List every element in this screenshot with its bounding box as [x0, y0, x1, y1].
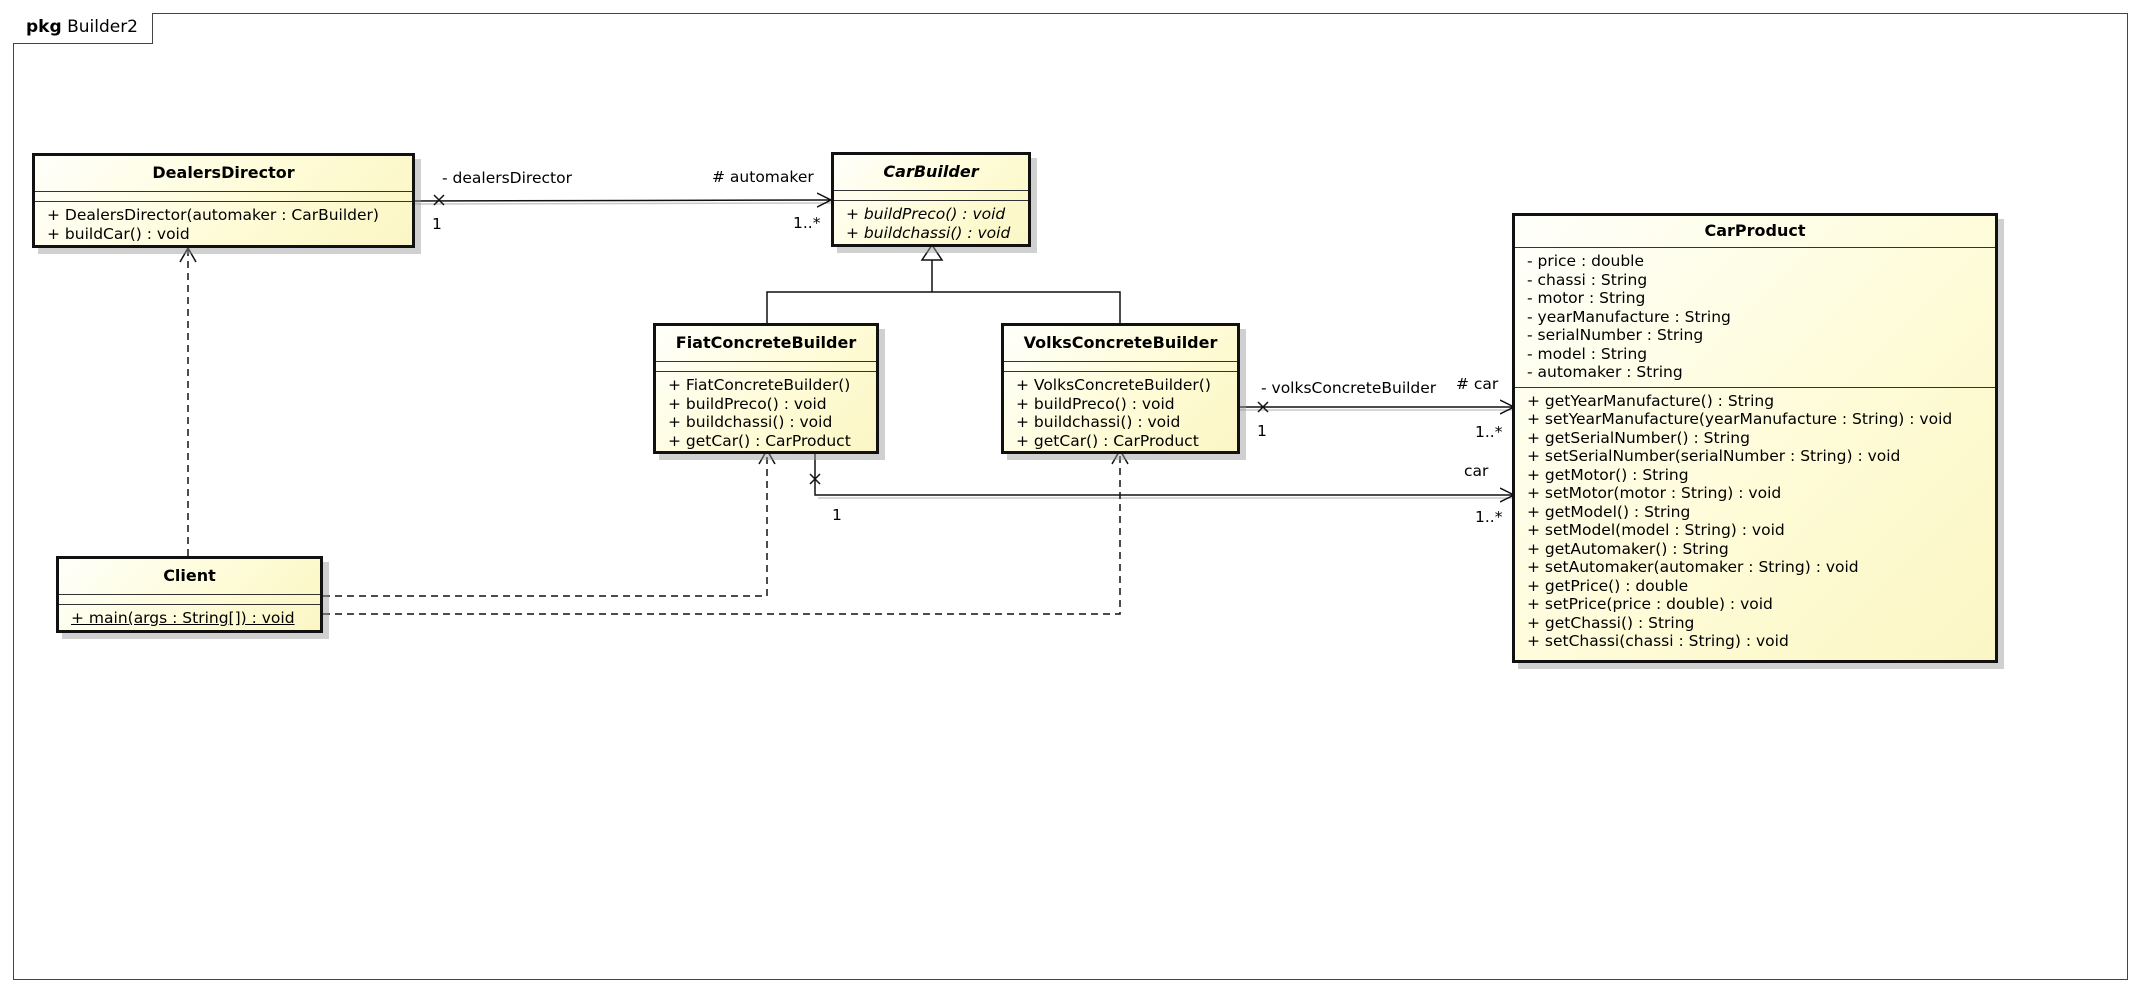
operation: + getMotor() : String — [1527, 465, 1689, 484]
association-director-builder — [412, 195, 831, 205]
class-volks-concrete-builder[interactable]: VolksConcreteBuilder + VolksConcreteBuil… — [1001, 323, 1240, 454]
class-car-product[interactable]: CarProduct - price : double - chassi : S… — [1512, 213, 1998, 663]
attributes-section — [1004, 362, 1237, 372]
attributes-section — [834, 191, 1028, 201]
operation: + buildchassi() : void — [668, 413, 833, 431]
operation: + buildPreco() : void — [846, 205, 1006, 223]
operation: + buildPreco() : void — [1016, 394, 1175, 413]
mult-director-target: 1..* — [793, 214, 821, 232]
operation: + getYearManufacture() : String — [1527, 391, 1775, 410]
operation: + setModel(model : String) : void — [1527, 521, 1785, 539]
role-car-fiat: car — [1464, 462, 1489, 480]
class-client[interactable]: Client + main(args : String[]) : void — [56, 556, 323, 633]
association-volks-product — [1238, 402, 1514, 412]
operation: + VolksConcreteBuilder() — [1016, 376, 1211, 394]
operations-section: + FiatConcreteBuilder() + buildPreco() :… — [656, 372, 876, 455]
attribute: - serialNumber : String — [1527, 326, 1704, 344]
attribute: - automaker : String — [1527, 363, 1683, 381]
operations-section: + DealersDirector(automaker : CarBuilder… — [35, 202, 412, 248]
operation: + DealersDirector(automaker : CarBuilder… — [47, 206, 379, 224]
operations-section: + buildPreco() : void + buildchassi() : … — [834, 201, 1028, 247]
operation: + setPrice(price : double) : void — [1527, 595, 1773, 613]
operation: + getSerialNumber() : String — [1527, 428, 1750, 447]
association-fiat-product — [809, 452, 1514, 495]
operation: + setYearManufacture(yearManufacture : S… — [1527, 410, 1953, 428]
class-name: CarProduct — [1515, 216, 1995, 248]
operation: + getPrice() : double — [1527, 576, 1689, 595]
package-keyword: pkg — [26, 17, 62, 37]
operation: + FiatConcreteBuilder() — [668, 376, 851, 394]
mult-fiat-target: 1..* — [1475, 508, 1503, 526]
operation: + getCar() : CarProduct — [1016, 431, 1199, 450]
attributes-section: - price : double - chassi : String - mot… — [1515, 248, 1995, 388]
operation: + setAutomaker(automaker : String) : voi… — [1527, 558, 1859, 576]
mult-director-source: 1 — [432, 215, 442, 233]
package-name: Builder2 — [67, 17, 139, 37]
operation: + buildchassi() : void — [846, 223, 1011, 242]
operation: + setSerialNumber(serialNumber : String)… — [1527, 447, 1901, 465]
attributes-section — [656, 362, 876, 372]
operation: + setChassi(chassi : String) : void — [1527, 632, 1789, 650]
operation: + getAutomaker() : String — [1527, 539, 1729, 558]
operation: + main(args : String[]) : void — [71, 609, 295, 627]
operation: + buildPreco() : void — [668, 394, 827, 413]
dependency-lines — [187, 250, 1121, 615]
mult-volks-source: 1 — [1257, 422, 1267, 440]
operation: + getCar() : CarProduct — [668, 431, 851, 450]
operation: + setMotor(motor : String) : void — [1527, 484, 1782, 502]
class-name: VolksConcreteBuilder — [1004, 326, 1237, 362]
role-automaker: # automaker — [712, 168, 814, 186]
role-volks-concrete-builder: - volksConcreteBuilder — [1261, 379, 1437, 397]
operation: + getModel() : String — [1527, 502, 1691, 521]
operation: + getChassi() : String — [1527, 613, 1695, 632]
attribute: - model : String — [1527, 344, 1648, 363]
attribute: - yearManufacture : String — [1527, 307, 1731, 326]
attribute: - chassi : String — [1527, 270, 1648, 289]
class-name: FiatConcreteBuilder — [656, 326, 876, 362]
package-frame — [13, 13, 2128, 980]
mult-volks-target: 1..* — [1475, 423, 1503, 441]
class-name: DealersDirector — [35, 156, 412, 192]
role-dealers-director: - dealersDirector — [442, 169, 572, 187]
mult-fiat-source: 1 — [832, 506, 842, 524]
operations-section: + getYearManufacture() : String + setYea… — [1515, 388, 1995, 656]
class-car-builder[interactable]: CarBuilder + buildPreco() : void + build… — [831, 152, 1031, 247]
class-fiat-concrete-builder[interactable]: FiatConcreteBuilder + FiatConcreteBuilde… — [653, 323, 879, 454]
class-name: Client — [59, 559, 320, 595]
generalization-builders — [766, 243, 1121, 325]
attributes-section — [59, 595, 320, 605]
operations-section: + main(args : String[]) : void — [59, 605, 320, 633]
role-car-volks: # car — [1456, 375, 1499, 393]
operations-section: + VolksConcreteBuilder() + buildPreco() … — [1004, 372, 1237, 455]
attribute: - motor : String — [1527, 289, 1646, 307]
operation: + buildCar() : void — [47, 224, 190, 243]
class-name: CarBuilder — [834, 155, 1028, 191]
package-tab: pkg Builder2 — [13, 13, 154, 44]
attributes-section — [35, 192, 412, 202]
attribute: - price : double — [1527, 252, 1644, 270]
operation: + buildchassi() : void — [1016, 413, 1181, 431]
class-dealers-director[interactable]: DealersDirector + DealersDirector(automa… — [32, 153, 415, 248]
